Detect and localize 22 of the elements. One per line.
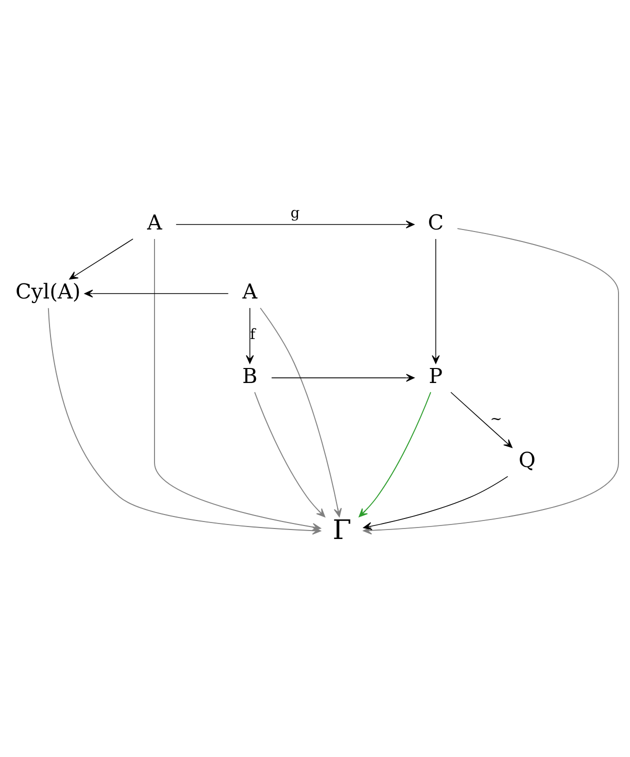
node-text: P	[428, 363, 443, 388]
arrow	[246, 307, 254, 364]
arrow	[260, 307, 342, 517]
node-text: A	[242, 279, 258, 304]
arrow	[450, 391, 512, 448]
node-text: Γ	[332, 514, 352, 546]
arrow	[358, 391, 432, 517]
arrow	[432, 238, 440, 364]
node-text: A	[147, 210, 162, 234]
arrow	[363, 476, 508, 530]
edge-label: ~	[490, 410, 502, 427]
edge-label: g	[290, 205, 300, 222]
node-text: Q	[518, 448, 536, 472]
arrow	[271, 373, 415, 382]
node-text: B	[242, 363, 258, 388]
edge-label: f	[250, 326, 256, 343]
node-text: C	[428, 210, 444, 234]
arrow	[69, 238, 134, 280]
arrow	[176, 220, 414, 228]
arrow	[84, 289, 229, 298]
arrow	[254, 391, 326, 517]
node-text: Cyl(A)	[16, 279, 81, 304]
